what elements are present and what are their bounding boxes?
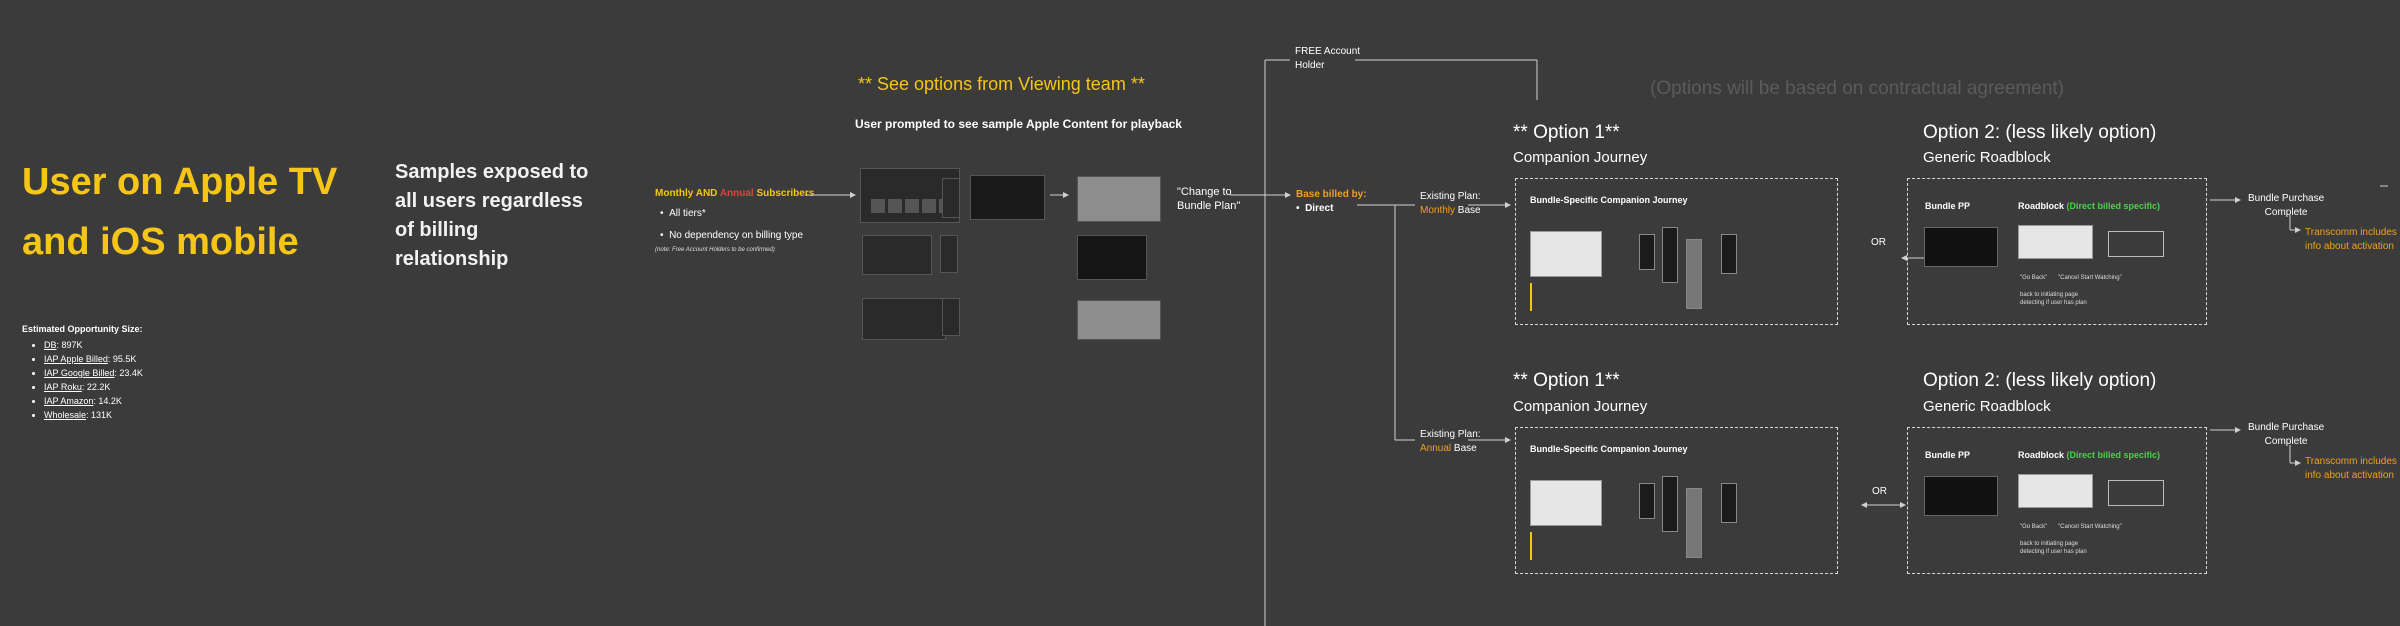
thumb-apple-show bbox=[970, 175, 1045, 220]
option2-title-top: Option 2: (less likely option) bbox=[1923, 122, 2157, 143]
option2-title-bottom: Option 2: (less likely option) bbox=[1923, 370, 2157, 391]
bundle-pp-label: Bundle PP bbox=[1925, 201, 1971, 211]
contract-note: (Options will be based on contractual ag… bbox=[1650, 78, 2065, 99]
opportunity-title: Estimated Opportunity Size: bbox=[22, 324, 143, 334]
option2-subtitle-top: Generic Roadblock bbox=[1923, 149, 2051, 166]
free-account-holder: FREE Account Holder bbox=[1295, 46, 1361, 71]
bullet-no-dependency: • No dependency on billing type bbox=[660, 230, 804, 241]
companion-journey-title: Bundle-Specific Companion Journey bbox=[1530, 195, 1688, 205]
thumb-player-light bbox=[1077, 176, 1161, 222]
base-billed: Base billed by: • Direct bbox=[1296, 189, 1367, 214]
thumb-apple-originals bbox=[862, 298, 946, 340]
option1-box-bottom: Bundle-Specific Companion Journey bbox=[1515, 427, 1838, 574]
or-label-bottom: OR bbox=[1872, 486, 1887, 497]
bundle-complete-top: Bundle Purchase Complete bbox=[2248, 193, 2325, 218]
option1-title-bottom: ** Option 1** bbox=[1513, 370, 1620, 391]
transcomm-note-bottom: Transcomm includes info about activation bbox=[2305, 456, 2397, 481]
subscribers-bullets: • All tiers* • No dependency on billing … bbox=[660, 207, 803, 243]
samples-line-1: Samples exposed to bbox=[395, 161, 589, 183]
option1-title-top: ** Option 1** bbox=[1513, 122, 1620, 143]
companion-journey-title: Bundle-Specific Companion Journey bbox=[1530, 444, 1688, 454]
title-line-2: and iOS mobile bbox=[22, 221, 299, 263]
bundle-pp-label: Bundle PP bbox=[1925, 450, 1971, 460]
viewing-subheader: User prompted to see sample Apple Conten… bbox=[855, 117, 1182, 131]
thumb-out-of-scope bbox=[1077, 300, 1161, 340]
option2-subtitle-bottom: Generic Roadblock bbox=[1923, 398, 2051, 415]
thumb-player-dark bbox=[1077, 235, 1147, 280]
thumb-phone-3 bbox=[940, 235, 958, 273]
opportunity-item: DB: 897K bbox=[44, 338, 143, 352]
option2-box-top: Bundle PP Roadblock (Direct billed speci… bbox=[1907, 178, 2207, 325]
change-to-bundle-plan: "Change to Bundle Plan" bbox=[1177, 186, 1241, 212]
cancel-start-label: "Cancel Start Watching" bbox=[2058, 275, 2122, 281]
subscribers-label: Monthly AND Annual Subscribers bbox=[655, 188, 815, 199]
go-back-label: "Go Back" bbox=[2020, 524, 2048, 530]
cancel-start-label: "Cancel Start Watching" bbox=[2058, 524, 2122, 530]
or-label-top: OR bbox=[1871, 237, 1886, 248]
transcomm-note-top: Transcomm includes info about activation bbox=[2305, 227, 2397, 252]
opportunity-item: IAP Google Billed: 23.4K bbox=[44, 366, 143, 380]
opportunity-item: IAP Apple Billed: 95.5K bbox=[44, 352, 143, 366]
existing-plan-annual: Existing Plan: Annual Base bbox=[1420, 429, 1481, 454]
viewing-team-header: ** See options from Viewing team ** bbox=[858, 74, 1145, 94]
opportunity-item: Wholesale: 131K bbox=[44, 408, 143, 422]
opportunity-item: IAP Roku: 22.2K bbox=[44, 380, 143, 394]
thumb-phone-1 bbox=[942, 178, 960, 218]
samples-line-2: all users regardless bbox=[395, 190, 583, 212]
page-title: User on Apple TV and iOS mobile bbox=[22, 152, 337, 272]
bullet-all-tiers: • All tiers* bbox=[660, 208, 706, 219]
thumb-browse bbox=[862, 235, 932, 275]
samples-line-4: relationship bbox=[395, 248, 509, 270]
samples-text: Samples exposed to all users regardless … bbox=[395, 158, 588, 274]
title-line-1: User on Apple TV bbox=[22, 161, 338, 203]
roadblock-label: Roadblock (Direct billed specific) bbox=[2018, 450, 2161, 460]
option1-box-top: Bundle-Specific Companion Journey bbox=[1515, 178, 1838, 325]
thumb-phone-4 bbox=[942, 298, 960, 336]
opportunity-size: Estimated Opportunity Size: DB: 897K IAP… bbox=[22, 324, 143, 422]
opportunity-item: IAP Amazon: 14.2K bbox=[44, 394, 143, 408]
opportunity-list: DB: 897K IAP Apple Billed: 95.5K IAP Goo… bbox=[22, 338, 143, 422]
bundle-complete-bottom: Bundle Purchase Complete bbox=[2248, 422, 2325, 447]
roadblock-label: Roadblock (Direct billed specific) bbox=[2018, 201, 2161, 211]
go-back-label: "Go Back" bbox=[2020, 275, 2048, 281]
option1-subtitle-bottom: Companion Journey bbox=[1513, 398, 1648, 415]
samples-line-3: of billing bbox=[395, 219, 479, 241]
existing-plan-monthly: Existing Plan: Monthly Base bbox=[1420, 191, 1481, 216]
option1-subtitle-top: Companion Journey bbox=[1513, 149, 1648, 166]
option2-box-bottom: Bundle PP Roadblock (Direct billed speci… bbox=[1907, 427, 2207, 574]
free-account-note: (note: Free Account Holders to be confir… bbox=[655, 247, 775, 253]
